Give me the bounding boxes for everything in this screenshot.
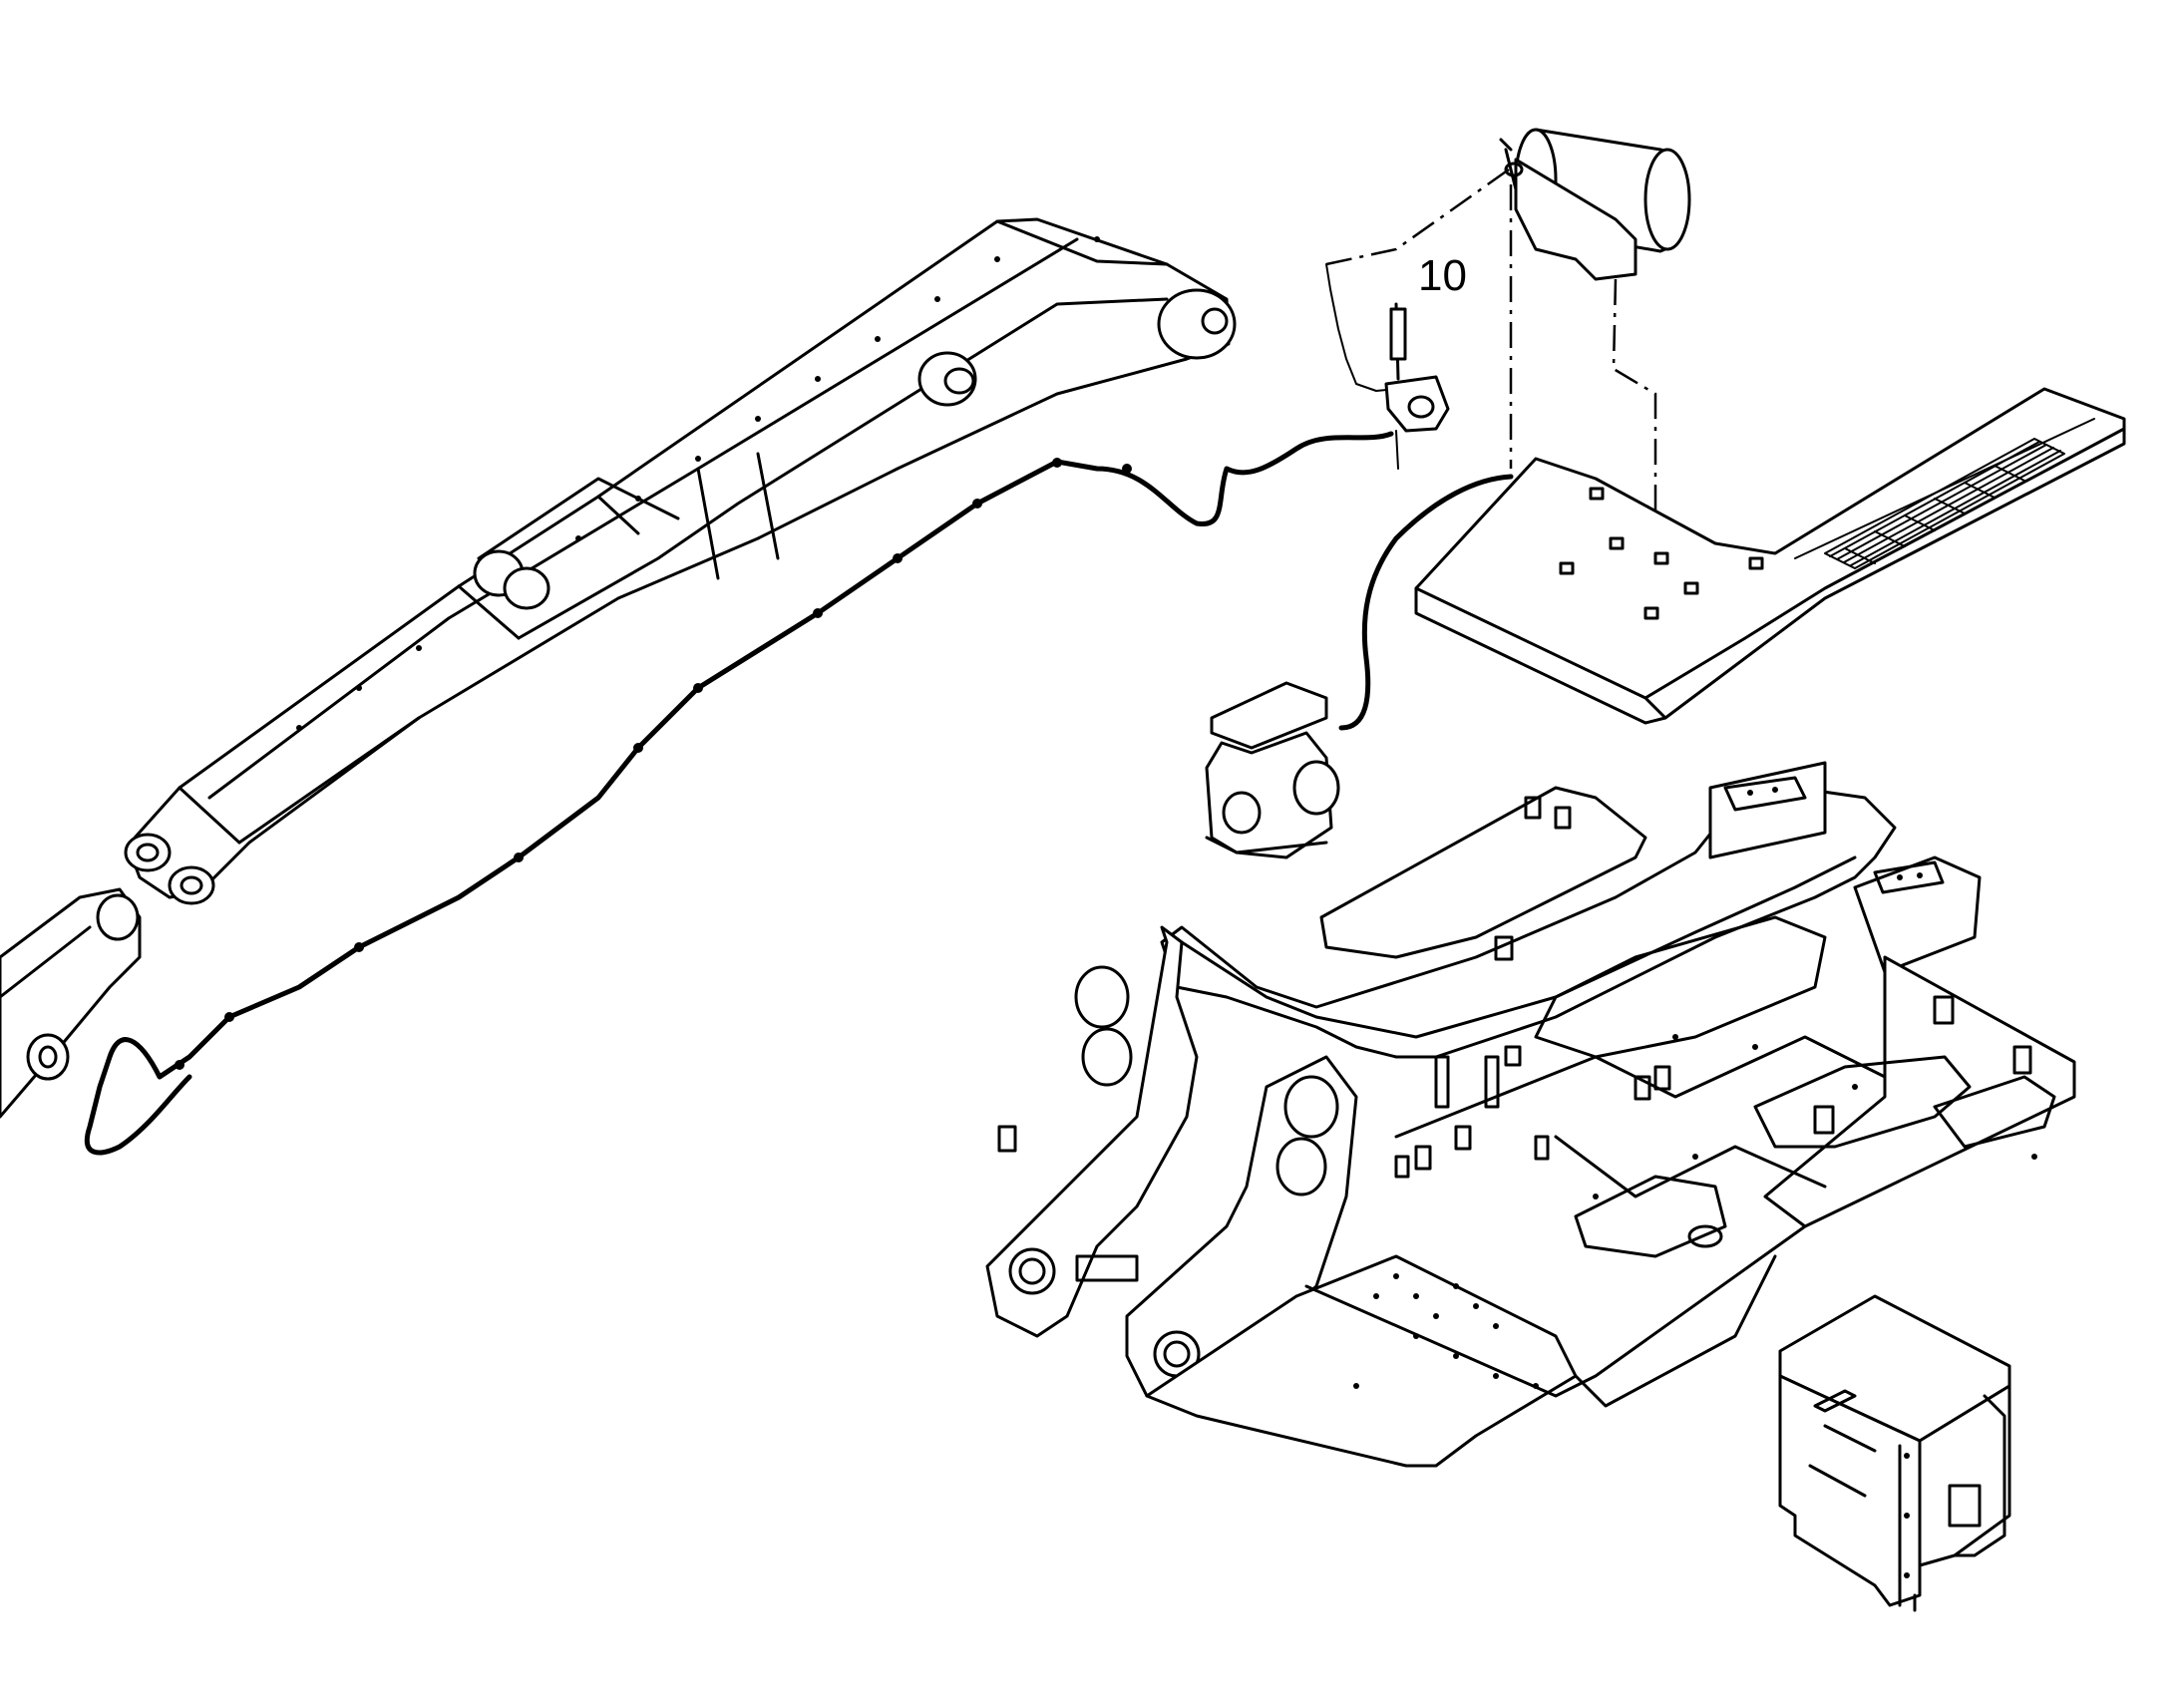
air-tank bbox=[1499, 128, 1691, 281]
assembly-leader-lines bbox=[1325, 163, 1657, 608]
upper-frame bbox=[985, 761, 2076, 1468]
battery-box bbox=[1778, 1294, 2011, 1612]
cover-plate bbox=[1414, 387, 2126, 725]
swivel-joint bbox=[1205, 681, 1340, 859]
sensor-assembly-10 bbox=[1325, 263, 1450, 470]
dipper-arm-fragment bbox=[0, 887, 142, 1119]
callout-label-10: 10 bbox=[1418, 251, 1467, 300]
swivel-cable bbox=[1338, 474, 1514, 731]
boom-arm bbox=[124, 217, 1237, 905]
wire-harness bbox=[84, 431, 1394, 1156]
